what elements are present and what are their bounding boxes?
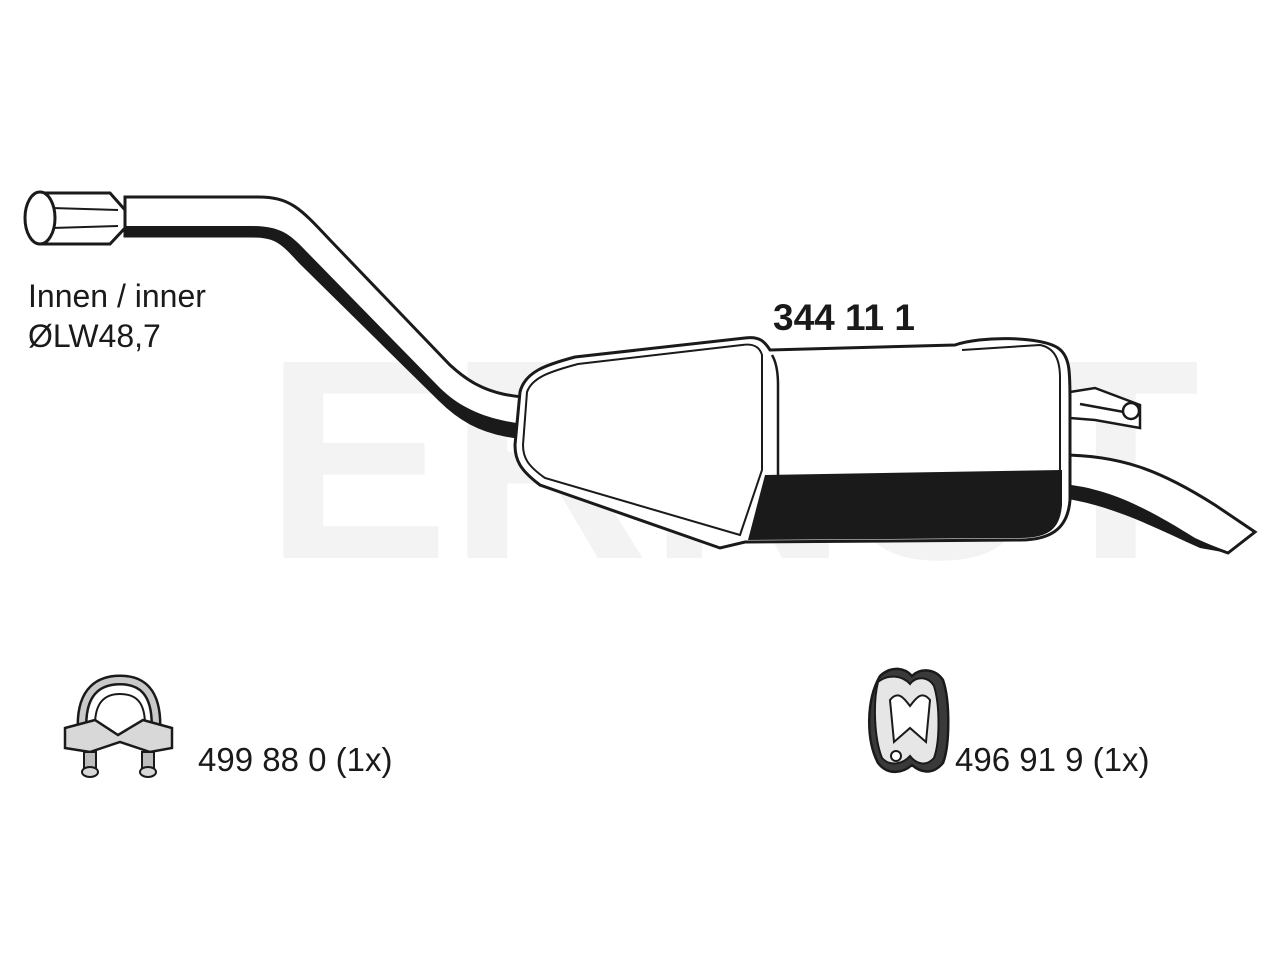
muffler-bracket: [1069, 386, 1142, 430]
tail-pipe: [1058, 453, 1258, 555]
rubber-hanger-icon: [868, 667, 950, 774]
pipe-clamp-icon: [63, 674, 174, 778]
inlet-flare: [23, 190, 127, 246]
muffler: [513, 336, 1072, 550]
inner-diameter-value: ØLW48,7: [28, 318, 161, 354]
hanger-part-number: 496 91 9 (1x): [955, 741, 1150, 778]
inner-diameter-label: Innen / inner: [28, 278, 206, 314]
clamp-part-number: 499 88 0 (1x): [198, 741, 393, 778]
part-number: 344 11 1: [773, 297, 915, 338]
